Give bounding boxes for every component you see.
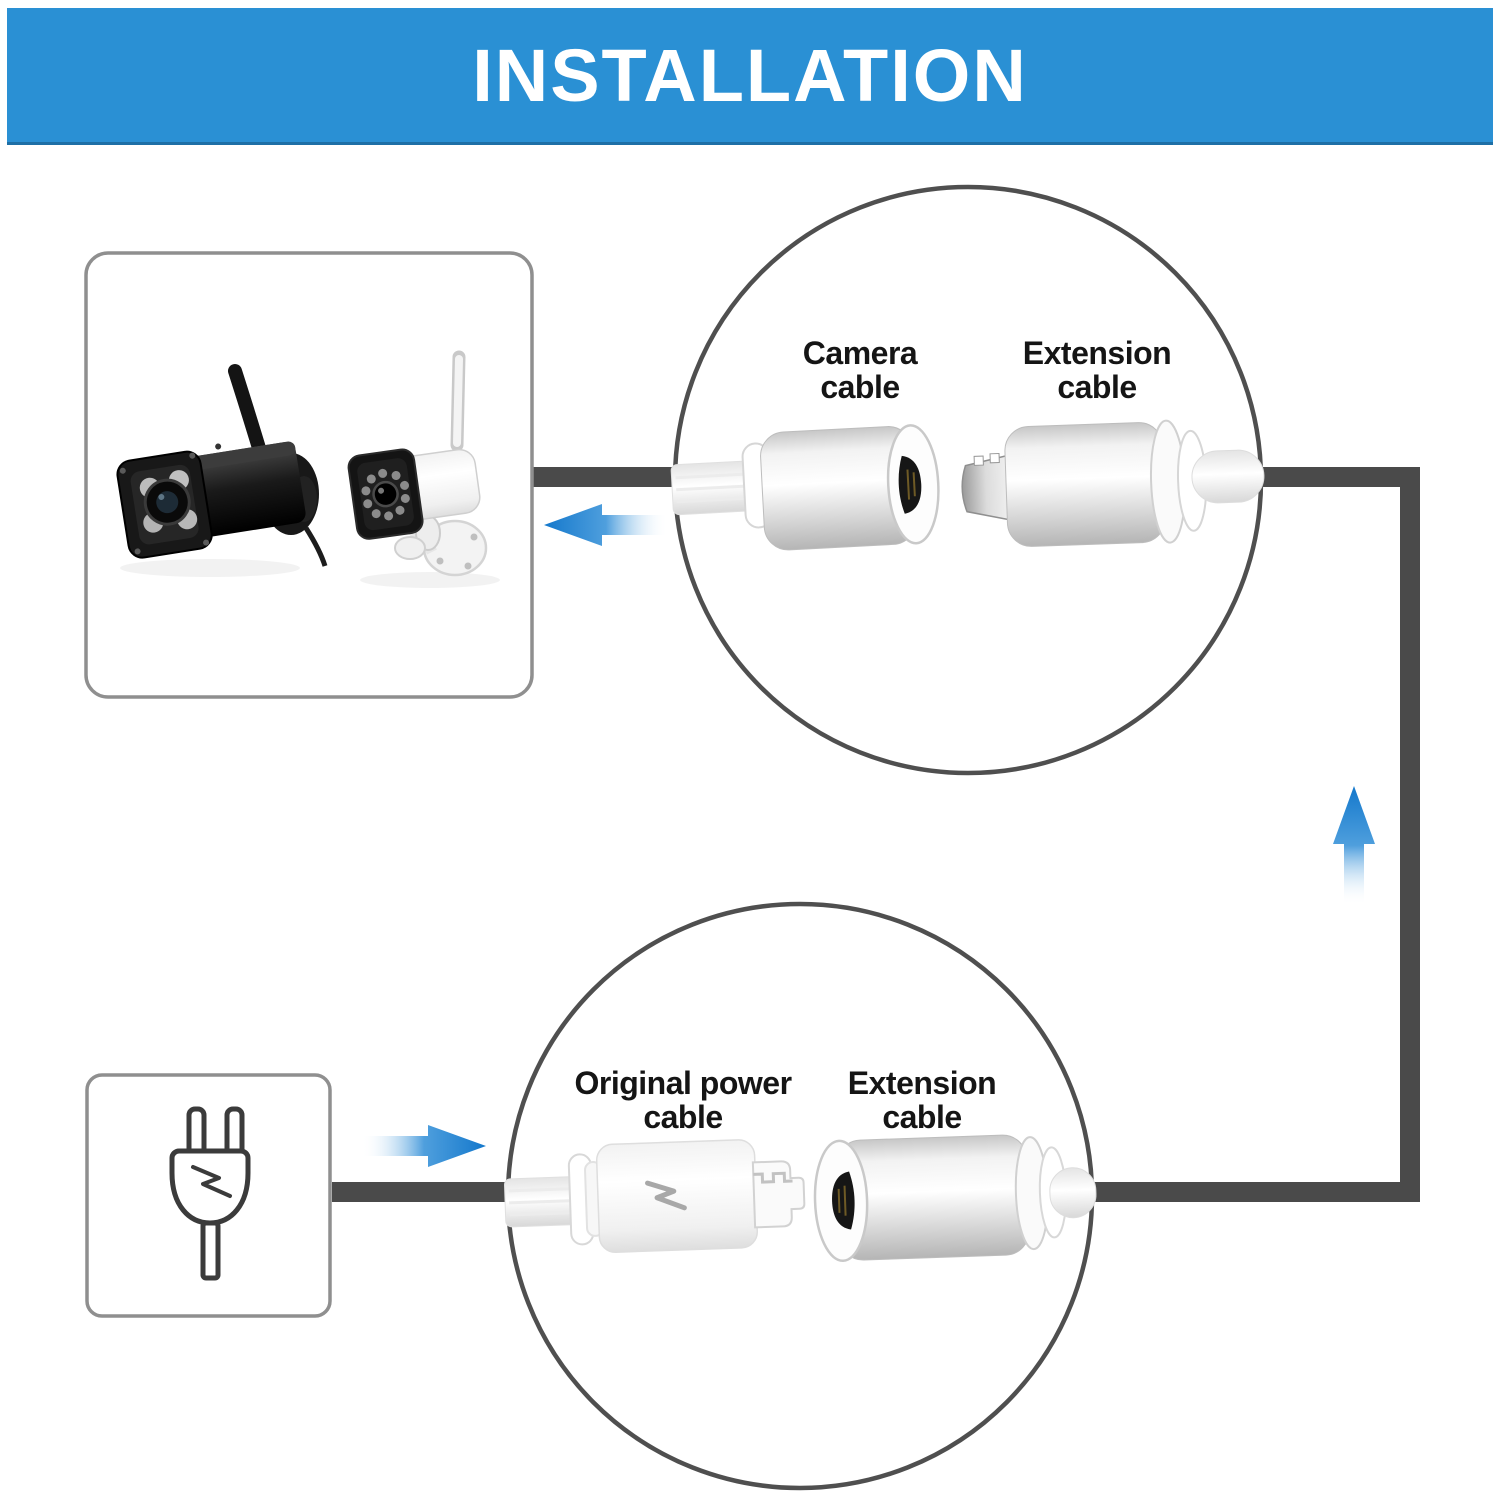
extension-cable-bottom-label: Extension cable [847, 1065, 997, 1135]
camera-cable-connector-female [670, 424, 940, 551]
power-plug-icon [169, 1106, 251, 1281]
original-power-cable-connector-male [503, 1139, 806, 1253]
lightning-logo-icon [645, 1180, 687, 1211]
camera-cable-label: Camera cable [802, 335, 918, 405]
original-power-cable-label: Original power cable [574, 1065, 792, 1135]
power-plug-box [85, 1073, 332, 1318]
banner-title: INSTALLATION [472, 33, 1028, 117]
extension-cable-connector-male [961, 419, 1265, 547]
right-arrow-icon [362, 1125, 486, 1167]
left-arrow-icon [544, 504, 668, 546]
extension-cable-top-label: Extension cable [1022, 335, 1172, 405]
black-bullet-camera [116, 364, 328, 567]
up-arrow-icon [1333, 786, 1375, 905]
extension-cable-connector-female [813, 1134, 1097, 1263]
security-cameras-image [116, 350, 500, 588]
cameras-box [84, 251, 534, 699]
white-bullet-camera [347, 350, 488, 577]
installation-banner: INSTALLATION [7, 8, 1493, 145]
